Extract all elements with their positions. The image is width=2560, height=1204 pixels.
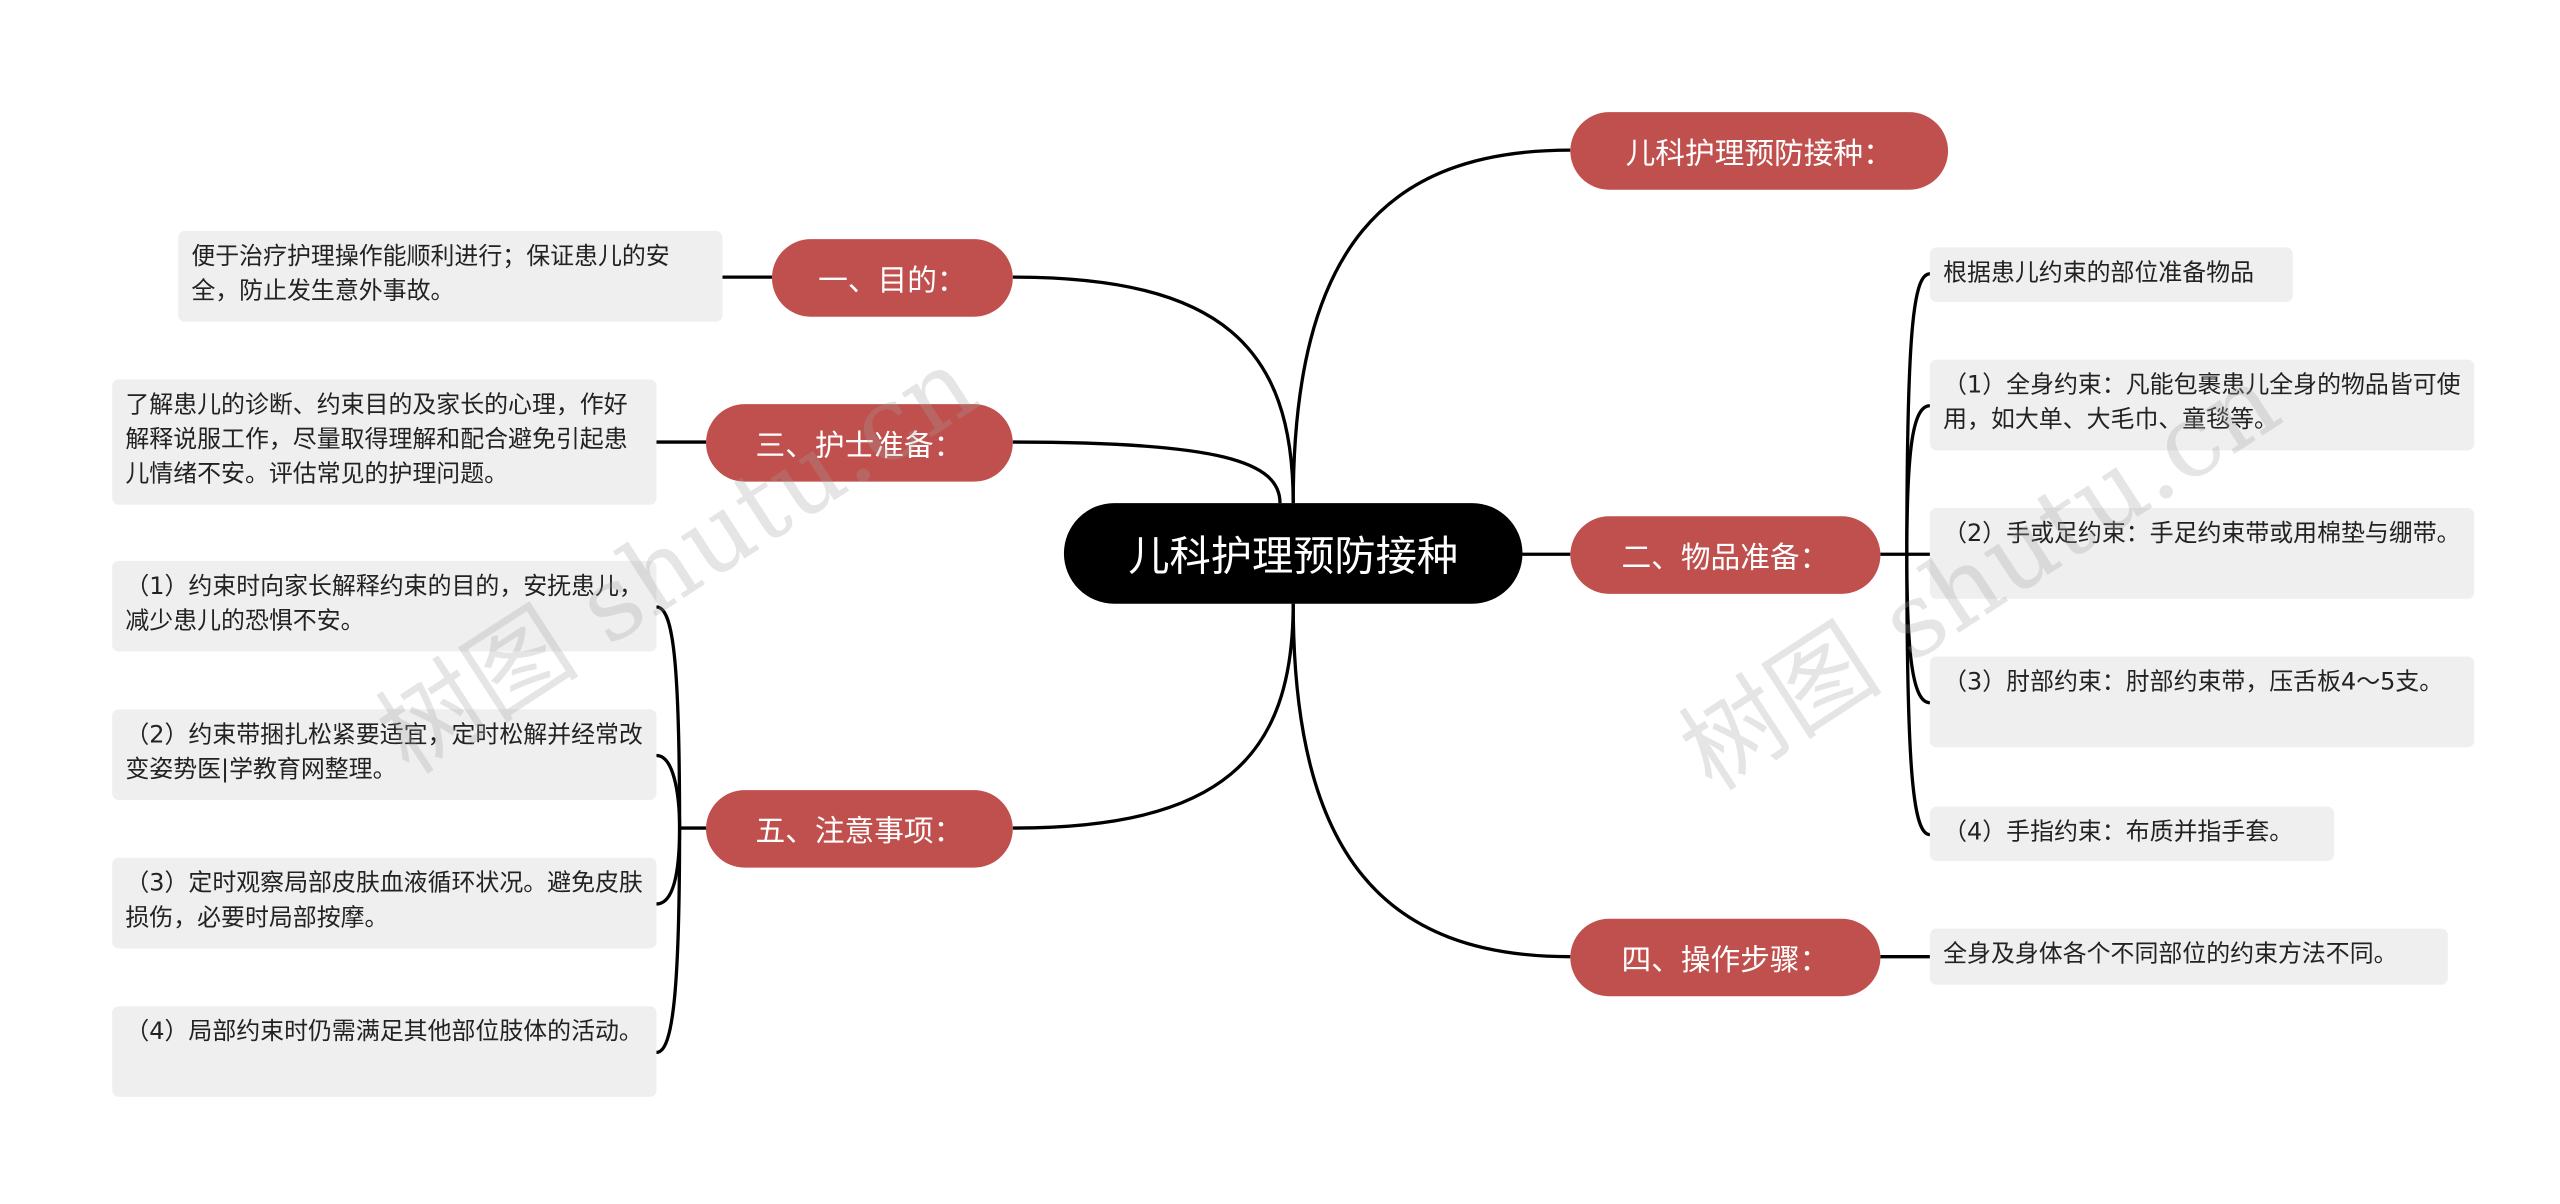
leaf-precautions-4[interactable]: （4）局部约束时仍需满足其他部位肢体的活动。 (112, 1006, 657, 1097)
leaf-supplies-4[interactable]: （3）肘部约束：肘部约束带，压舌板4～5支。 (1929, 656, 2475, 748)
leaf-precautions-1[interactable]: （1）约束时向家长解释约束的目的，安抚患儿，减少患儿的恐惧不安。 (112, 560, 657, 652)
leaf-nurse-1[interactable]: 了解患儿的诊断、约束目的及家长的心理，作好解释说服工作，尽量取得理解和配合避免引… (112, 379, 657, 505)
leaf-purpose-1[interactable]: 便于治疗护理操作能顺利进行；保证患儿的安全，防止发生意外事故。 (178, 230, 723, 322)
leaf-supplies-3[interactable]: （2）手或足约束：手足约束带或用棉垫与绷带。 (1929, 508, 2475, 599)
link-center-title (1291, 148, 1571, 504)
link-center-steps (1291, 603, 1571, 959)
topic-operation-steps[interactable]: 四、操作步骤： (1570, 918, 1881, 997)
link-center-nurse (1012, 440, 1282, 504)
leaf-supplies-2[interactable]: （1）全身约束：凡能包裹患儿全身的物品皆可使用，如大单、大毛巾、童毯等。 (1929, 359, 2475, 451)
link-center-purpose (1012, 275, 1295, 504)
link-supplies-4 (1905, 554, 1931, 705)
link-notes-4 (656, 828, 682, 1055)
link-center-notes (1012, 603, 1295, 830)
leaf-precautions-3[interactable]: （3）定时观察局部皮肤血液循环状况。避免皮肤损伤，必要时局部按摩。 (112, 857, 657, 949)
topic-nurse-preparation[interactable]: 三、护士准备： (705, 404, 1013, 482)
topic-title-repeat[interactable]: 儿科护理预防接种： (1570, 112, 1949, 190)
central-topic[interactable]: 儿科护理预防接种 (1063, 503, 1523, 604)
leaf-supplies-1[interactable]: 根据患儿约束的部位准备物品 (1929, 247, 2293, 302)
leaf-steps-1[interactable]: 全身及身体各个不同部位的约束方法不同。 (1929, 928, 2448, 985)
link-notes-1 (656, 605, 682, 829)
link-supplies-2 (1905, 404, 1931, 555)
topic-purpose[interactable]: 一、目的： (771, 239, 1013, 317)
link-notes-2 (656, 753, 682, 829)
topic-supplies[interactable]: 二、物品准备： (1570, 516, 1881, 594)
leaf-precautions-2[interactable]: （2）约束带捆扎松紧要适宜，定时松解并经常改变姿势医|学教育网整理。 (112, 709, 657, 801)
leaf-supplies-5[interactable]: （4）手指约束：布质并指手套。 (1929, 806, 2335, 862)
link-supplies-5 (1905, 554, 1931, 837)
topic-precautions[interactable]: 五、注意事项： (705, 790, 1013, 868)
link-notes-3 (656, 828, 682, 906)
